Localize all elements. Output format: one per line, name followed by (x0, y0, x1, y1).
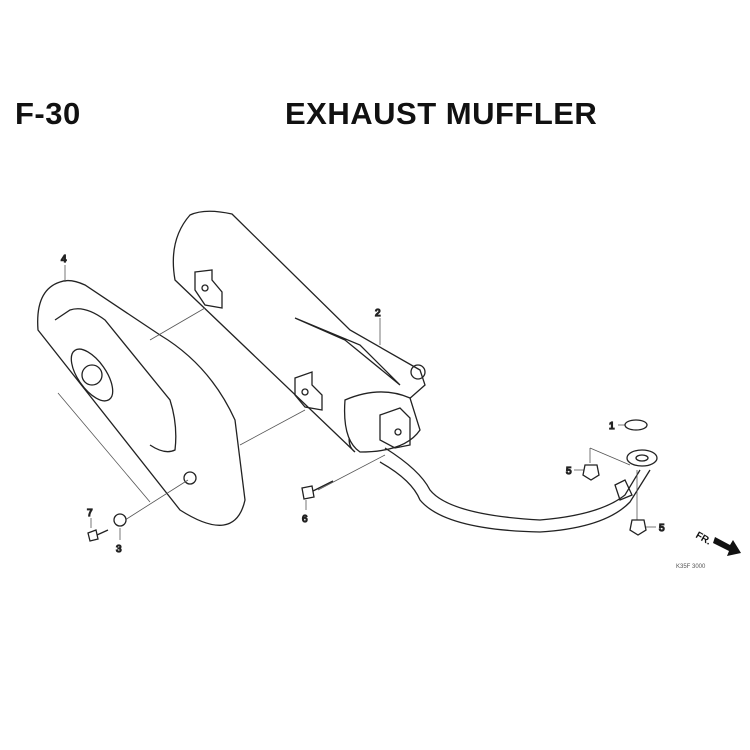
bolt (301, 480, 334, 500)
gasket (624, 419, 648, 431)
direction-label: FR. (694, 530, 714, 548)
heat-shield (37, 279, 246, 526)
callout-4: 4 (61, 254, 67, 265)
callout-3: 3 (116, 544, 122, 555)
fasteners (87, 419, 648, 542)
figure-code: F-30 (15, 96, 81, 131)
callout-5: 5 (659, 523, 665, 534)
exhaust-pipe (379, 447, 658, 533)
page-title: EXHAUST MUFFLER (285, 96, 598, 131)
nut (629, 519, 647, 536)
callout-6: 6 (302, 514, 308, 525)
callout-2: 2 (375, 308, 381, 319)
callout-1: 1 (609, 421, 615, 432)
bolt (87, 529, 109, 542)
muffler-body (172, 210, 426, 453)
drawing-number: K35F 3000 (676, 564, 706, 570)
nut (582, 464, 600, 481)
callout-7: 7 (87, 508, 93, 519)
front-direction-arrow: FR. (694, 530, 741, 556)
washer (113, 513, 127, 527)
callout-5: 5 (566, 466, 572, 477)
